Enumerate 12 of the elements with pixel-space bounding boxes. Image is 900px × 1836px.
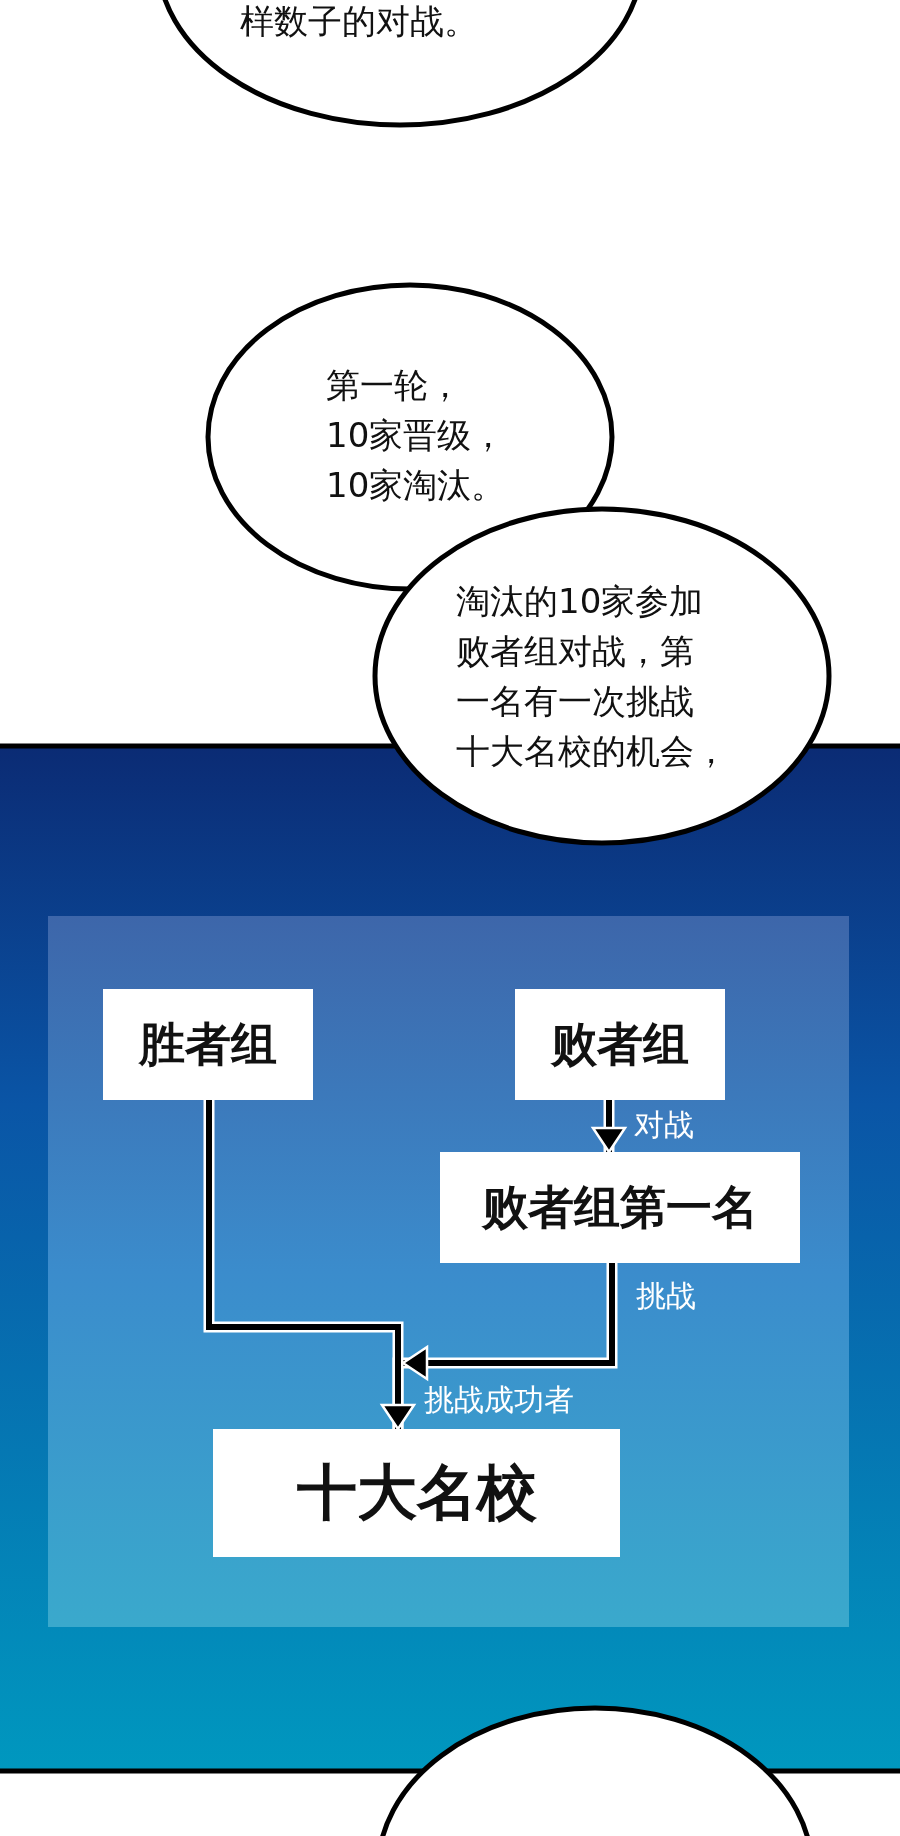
- edge-label: 挑战: [636, 1278, 696, 1314]
- speech-text: 第一轮，10家晋级，10家淘汰。: [326, 364, 507, 507]
- group-box: 十大名校: [213, 1429, 620, 1557]
- flow-label: 挑战成功者: [424, 1382, 574, 1418]
- group-box: 败者组: [515, 989, 725, 1100]
- edge-label: 对战: [634, 1107, 694, 1143]
- group-box: 胜者组: [103, 989, 313, 1100]
- arrow: [203, 1100, 417, 1432]
- group-box: 败者组第一名: [440, 1152, 800, 1263]
- speech-text: 样数子的对战。: [240, 0, 462, 43]
- arrow: [590, 1100, 628, 1155]
- speech-text: 淘汰的10家参加败者组对战，第一名有一次挑战十大名校的机会，: [456, 580, 713, 773]
